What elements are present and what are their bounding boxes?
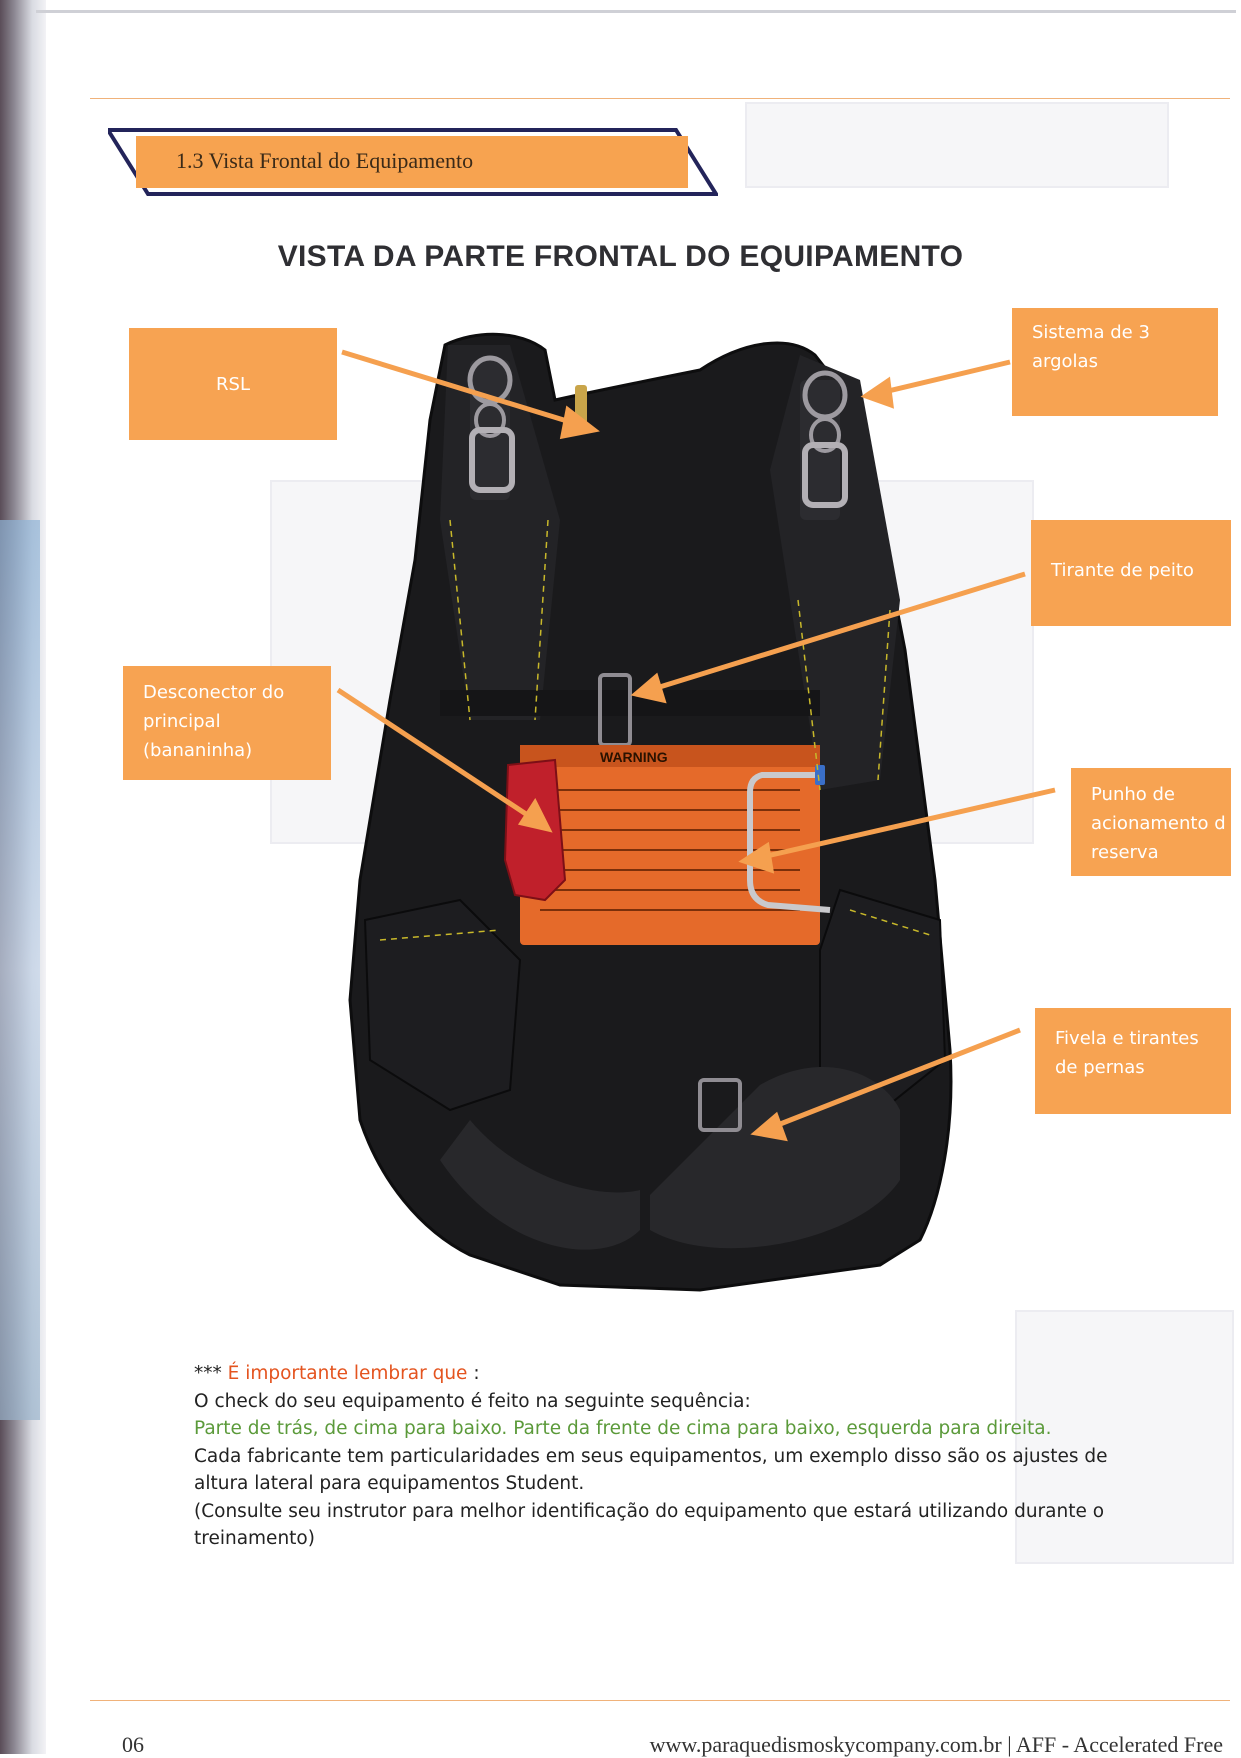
left-leg-strap	[440, 1120, 640, 1250]
arrow-leg-strap	[769, 1027, 1021, 1131]
callout-rsl-text: RSL	[216, 374, 250, 395]
left-hip-pad	[363, 898, 522, 1112]
callout-reserve-line2: acionamento d	[1091, 813, 1226, 834]
page-title: VISTA DA PARTE FRONTAL DO EQUIPAMENTO	[277, 240, 964, 273]
right-hip-pad	[819, 888, 947, 1122]
callout-rsl: RSL	[129, 328, 337, 440]
callout-chest-strap: Tirante de peito	[1031, 520, 1231, 626]
page-number: 06	[122, 1732, 144, 1757]
callout-reserve-line1: Punho de	[1091, 784, 1175, 805]
bleed-through-panel	[270, 480, 1034, 844]
left-riser	[470, 360, 510, 500]
notes-line1: O check do seu equipamento é feito na se…	[194, 1390, 751, 1412]
callout-cutaway: Desconector do principal (bananinha)	[123, 666, 331, 780]
callout-cutaway-line2: principal	[143, 711, 221, 732]
notes-line3: Cada fabricante tem particularidades em …	[194, 1445, 1108, 1467]
callout-leg-straps: Fivela e tirantes de pernas	[1035, 1008, 1231, 1114]
callout-cutaway-line3: (bananinha)	[143, 740, 253, 761]
notes-prefix: ***	[194, 1363, 222, 1384]
left-three-ring-medium	[474, 402, 506, 438]
bleed-through-panel	[745, 102, 1169, 188]
header-rule	[90, 98, 1230, 99]
arrow-reserve-head	[738, 841, 775, 874]
right-three-ring-medium	[809, 417, 841, 453]
section-header-label: 1.3 Vista Frontal do Equipamento	[176, 148, 474, 173]
arrow-rsl	[341, 349, 581, 428]
bleed-through-panel	[1015, 1310, 1234, 1564]
notes-line6: treinamento)	[194, 1528, 315, 1549]
notes-sequence: Parte de trás, de cima para baixo. Parte…	[194, 1418, 1052, 1439]
arrow-rsl-head	[559, 405, 600, 440]
footer-url: www.paraquedismoskycompany.com.br | AFF …	[649, 1732, 1223, 1757]
leg-strap-buckle	[698, 1078, 742, 1132]
footer-rule	[90, 1700, 1230, 1701]
page-binding-shadow	[0, 0, 46, 1754]
section-header: 1.3 Vista Frontal do Equipamento	[108, 128, 718, 196]
callout-three-ring-line1: Sistema de 3	[1032, 322, 1150, 343]
callout-three-ring-line2: argolas	[1032, 351, 1098, 372]
notes-colon: :	[473, 1363, 480, 1384]
page-top-edge	[36, 10, 1236, 13]
callout-cutaway-line1: Desconector do	[143, 682, 285, 703]
rsl-shackle	[575, 385, 587, 425]
notes-block: *** É importante lembrar que : O check d…	[194, 1360, 1154, 1553]
callout-reserve-handle: Punho de acionamento d reserva	[1071, 768, 1231, 876]
arrow-leg-strap-head	[750, 1111, 788, 1142]
arrow-three-ring-head	[860, 376, 894, 409]
callout-leg-line1: Fivela e tirantes	[1055, 1028, 1199, 1049]
background-sky-strip	[0, 520, 40, 1420]
callout-three-ring: Sistema de 3 argolas	[1012, 308, 1218, 416]
arrow-three-ring	[879, 359, 1011, 396]
notes-line4: altura lateral para equipamentos Student…	[194, 1473, 585, 1494]
callout-chest-strap-text: Tirante de peito	[1051, 560, 1194, 581]
callout-leg-line2: de pernas	[1055, 1057, 1145, 1078]
notes-important: É importante lembrar que	[227, 1363, 468, 1384]
left-three-ring-large	[467, 355, 513, 405]
right-three-ring-large	[802, 370, 848, 420]
right-leg-strap	[650, 1066, 900, 1249]
notes-important-line: *** É importante lembrar que :	[194, 1360, 1154, 1388]
callout-reserve-line3: reserva	[1091, 842, 1159, 863]
notes-line5: (Consulte seu instrutor para melhor iden…	[194, 1500, 1105, 1522]
